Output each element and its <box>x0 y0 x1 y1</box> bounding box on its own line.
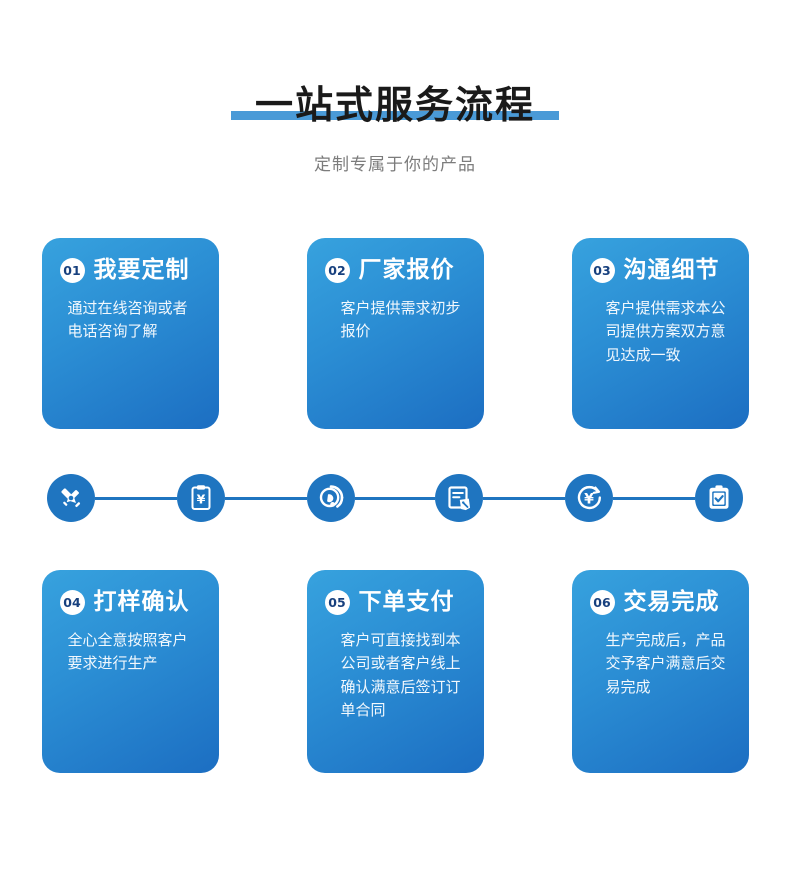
step-card-06-head: 06 交易完成 <box>586 590 735 615</box>
step-title: 我要定制 <box>93 257 190 283</box>
page-subtitle: 定制专属于你的产品 <box>314 155 476 175</box>
connector-line-4 <box>483 496 565 500</box>
step-title: 下单支付 <box>358 589 455 615</box>
step-body: 客户提供需求初步报价 <box>340 299 461 341</box>
step-title: 沟通细节 <box>623 257 720 283</box>
page-header: 一站式服务流程 定制专属于你的产品 <box>0 0 790 175</box>
step-number-badge: 05 <box>324 590 350 615</box>
clipboard-yuan-quote-icon[interactable]: ¥ <box>177 474 225 522</box>
step-number-badge: 04 <box>59 590 85 615</box>
step-number-badge: 03 <box>589 258 615 283</box>
connector-line-5 <box>613 496 695 500</box>
step-number-badge: 01 <box>59 258 85 283</box>
step-card-06[interactable]: 06 交易完成 生产完成后，产品交予客户满意后交易完成 <box>571 570 749 773</box>
title-underline-bar <box>230 111 559 120</box>
clipboard-check-icon[interactable] <box>695 474 743 522</box>
connector-line-2 <box>225 496 307 500</box>
step-body: 全心全意按照客户要求进行生产 <box>67 631 188 673</box>
steps-row-top: 01 我要定制 通过在线咨询或者电话咨询了解 02 厂家报价 客户提供需求初步报… <box>0 238 790 429</box>
step-body: 通过在线咨询或者电话咨询了解 <box>67 299 188 341</box>
step-title: 交易完成 <box>623 589 720 615</box>
document-tag-sample-icon[interactable] <box>435 474 483 522</box>
svg-text:¥: ¥ <box>584 492 594 508</box>
step-card-01-head: 01 我要定制 <box>56 258 205 283</box>
step-card-03-head: 03 沟通细节 <box>586 258 735 283</box>
step-body: 客户提供需求本公司提供方案双方意见达成一致 <box>605 299 726 364</box>
title-wrap: 一站式服务流程 <box>230 83 559 127</box>
step-body: 生产完成后，产品交予客户满意后交易完成 <box>605 631 726 696</box>
page-title: 一站式服务流程 <box>254 83 535 127</box>
connector-line-1 <box>95 496 177 500</box>
step-card-05-head: 05 下单支付 <box>321 590 470 615</box>
step-card-04-head: 04 打样确认 <box>56 590 205 615</box>
step-title: 打样确认 <box>93 589 190 615</box>
step-body: 客户可直接找到本公司或者客户线上确认满意后签订订单合同 <box>340 631 461 719</box>
process-icon-strip: ¥ ¥ <box>0 474 790 522</box>
connector-line-3 <box>355 496 435 500</box>
step-card-02-head: 02 厂家报价 <box>321 258 470 283</box>
pen-design-icon[interactable] <box>47 474 95 522</box>
headset-support-icon[interactable] <box>307 474 355 522</box>
steps-row-bottom: 04 打样确认 全心全意按照客户要求进行生产 05 下单支付 客户可直接找到本公… <box>0 570 790 773</box>
step-card-01[interactable]: 01 我要定制 通过在线咨询或者电话咨询了解 <box>41 238 219 429</box>
step-card-03[interactable]: 03 沟通细节 客户提供需求本公司提供方案双方意见达成一致 <box>571 238 749 429</box>
step-card-04[interactable]: 04 打样确认 全心全意按照客户要求进行生产 <box>41 570 219 773</box>
svg-text:¥: ¥ <box>197 492 206 507</box>
step-number-badge: 02 <box>324 258 350 283</box>
step-card-02[interactable]: 02 厂家报价 客户提供需求初步报价 <box>306 238 484 429</box>
step-number-badge: 06 <box>589 590 615 615</box>
step-title: 厂家报价 <box>358 257 455 283</box>
yuan-payment-icon[interactable]: ¥ <box>565 474 613 522</box>
step-card-05[interactable]: 05 下单支付 客户可直接找到本公司或者客户线上确认满意后签订订单合同 <box>306 570 484 773</box>
